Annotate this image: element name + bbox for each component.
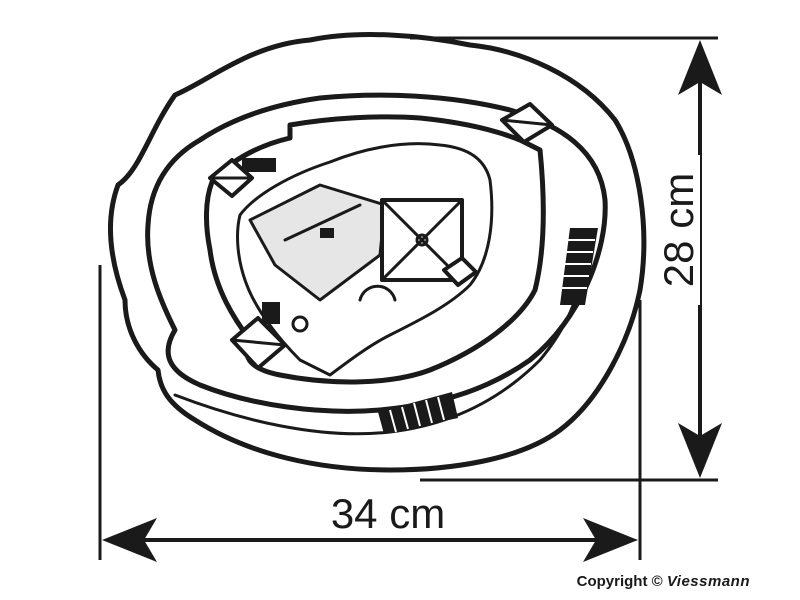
staircase-east bbox=[560, 228, 598, 305]
width-arrow-left bbox=[102, 518, 157, 562]
copyright-text: Copyright © bbox=[576, 573, 667, 590]
width-arrow-right bbox=[583, 518, 638, 562]
chimney bbox=[320, 228, 334, 238]
gateway-arch bbox=[358, 284, 397, 302]
keep-center-point bbox=[415, 233, 429, 247]
copyright-notice: Copyright © Viessmann bbox=[577, 573, 750, 590]
height-arrow-top bbox=[678, 40, 722, 95]
tower-southwest-gate bbox=[262, 302, 280, 324]
keep-roof-diagonal-2 bbox=[380, 198, 464, 282]
tower-southwest-ridge bbox=[230, 338, 287, 347]
tower-east bbox=[442, 256, 478, 287]
well bbox=[291, 315, 309, 333]
width-label: 34 cm bbox=[331, 490, 445, 537]
main-roof-ridge bbox=[283, 203, 362, 242]
brand-logo-text: Viessmann bbox=[666, 573, 750, 590]
staircase-south bbox=[378, 392, 458, 434]
tower-northwest-gate bbox=[242, 158, 276, 172]
tower-northeast-ridge bbox=[500, 118, 554, 127]
height-arrow-bottom bbox=[678, 423, 722, 478]
height-label: 28 cm bbox=[655, 173, 702, 287]
